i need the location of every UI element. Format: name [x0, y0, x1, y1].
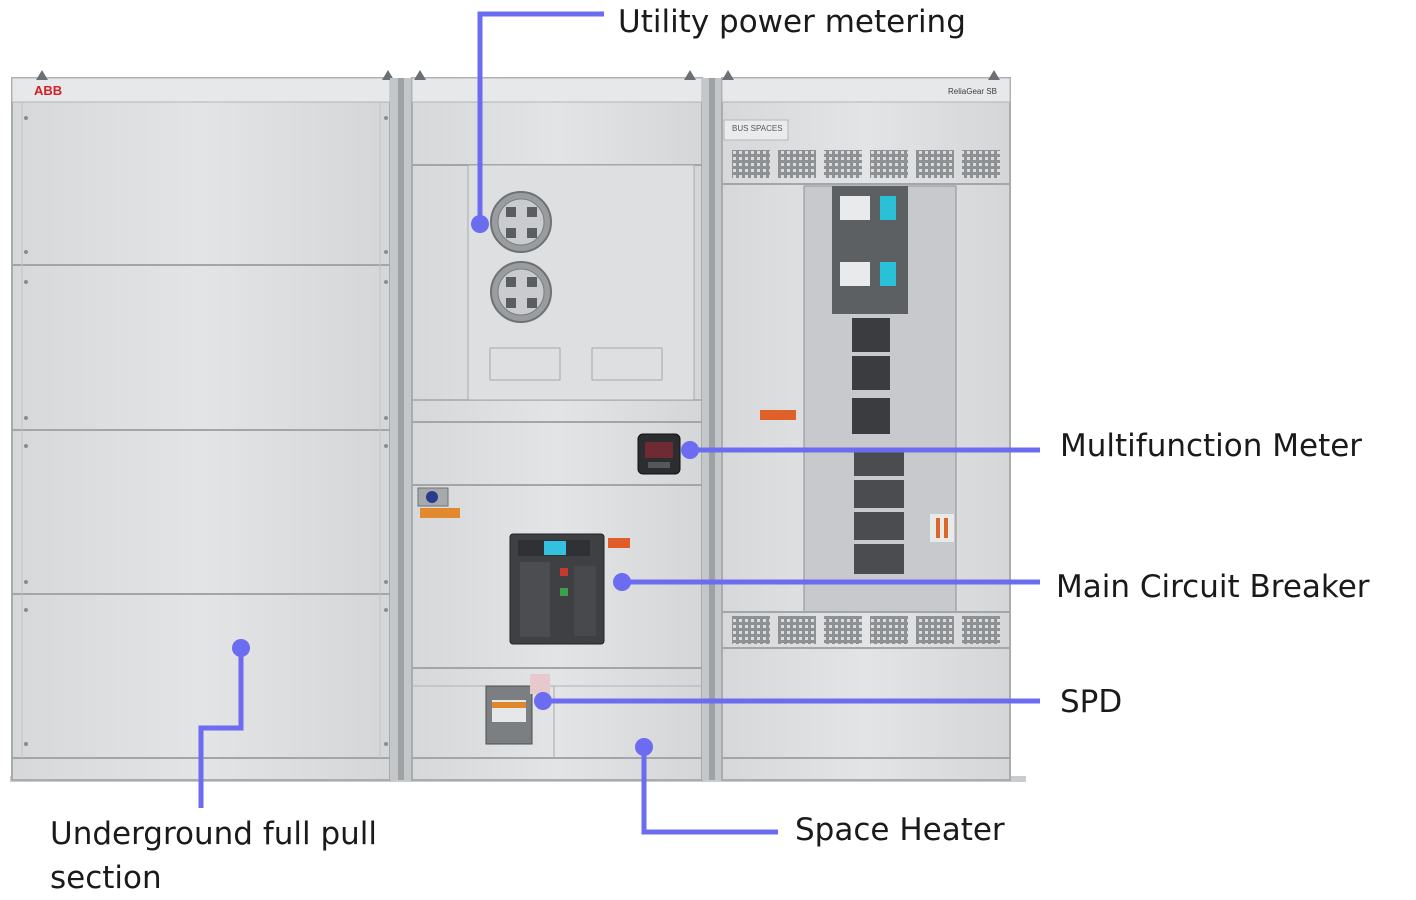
surge-protection-device [485, 674, 550, 745]
callout-space-heater: Space Heater [795, 812, 1005, 848]
leader-utility [477, 11, 604, 224]
leader-lines [198, 11, 1040, 835]
middle-section [411, 70, 703, 781]
key-interlock [417, 487, 460, 518]
multifunction-meter [637, 433, 681, 475]
distribution-section: ReliaGear SB BUS SPACES [721, 70, 1011, 781]
product-badge: ReliaGear SB [948, 87, 997, 96]
bus-spaces-label: BUS SPACES [732, 124, 783, 133]
callout-underground-full-pull-section: Underground full pull section [50, 816, 378, 896]
utility-meter-socket-1 [490, 191, 552, 253]
brand-logo: ABB [34, 83, 62, 98]
leader-heater [641, 747, 778, 835]
underground-pull-section: ABB [11, 70, 394, 781]
leader-underground [198, 648, 244, 808]
main-circuit-breaker [509, 533, 630, 645]
callout-multifunction-meter: Multifunction Meter [1060, 428, 1363, 464]
callout-spd: SPD [1060, 684, 1123, 720]
callout-main-circuit-breaker: Main Circuit Breaker [1056, 569, 1370, 605]
callout-utility-power-metering: Utility power metering [618, 4, 966, 40]
utility-meter-socket-2 [490, 261, 552, 323]
